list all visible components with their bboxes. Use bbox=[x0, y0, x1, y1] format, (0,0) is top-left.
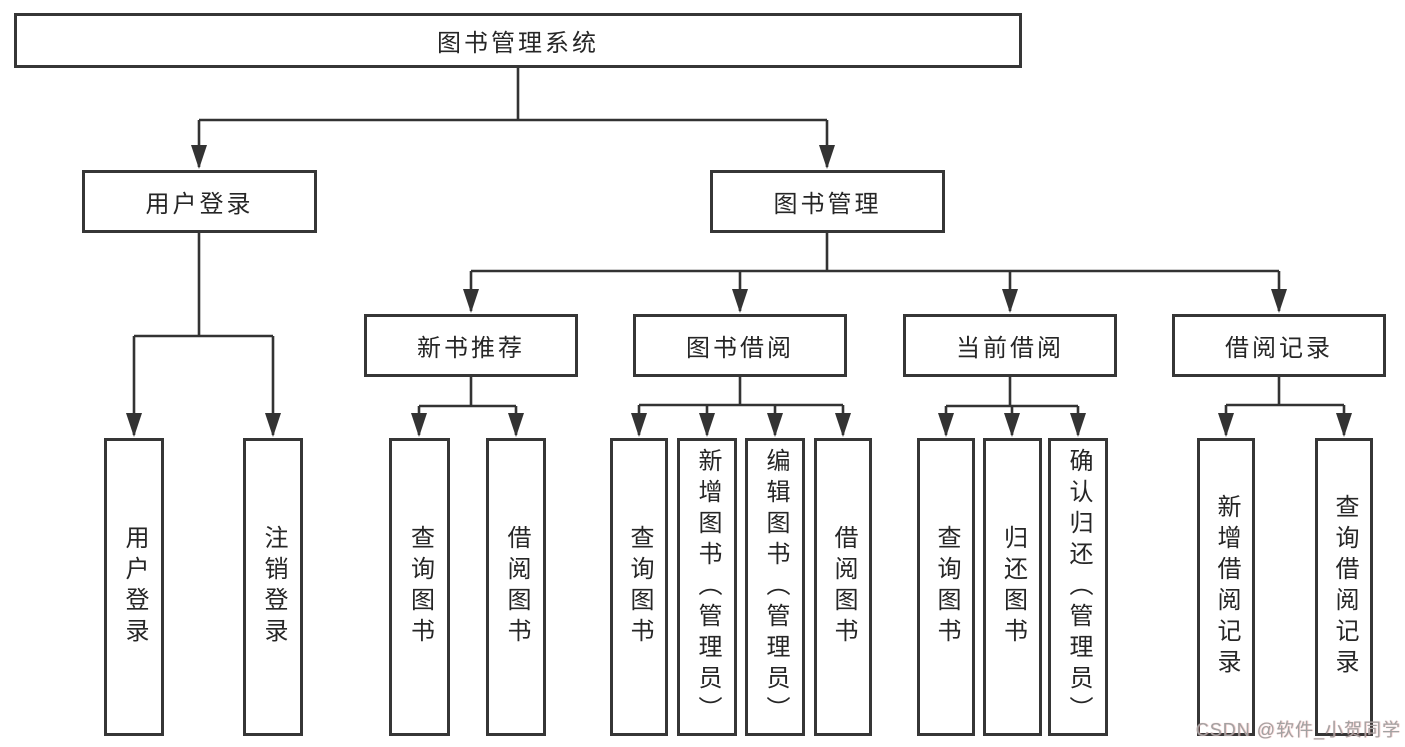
leaf-logout: 注销登录 bbox=[243, 438, 303, 736]
leaf-query-books-2-label: 查询图书 bbox=[626, 525, 653, 649]
node-root: 图书管理系统 bbox=[14, 13, 1022, 68]
leaf-query-borrow-record: 查询借阅记录 bbox=[1315, 438, 1373, 736]
leaf-query-books-1: 查询图书 bbox=[389, 438, 450, 736]
leaf-borrow-books-2: 借阅图书 bbox=[814, 438, 872, 736]
leaf-query-borrow-record-label: 查询借阅记录 bbox=[1331, 494, 1358, 680]
leaf-query-books-2: 查询图书 bbox=[610, 438, 668, 736]
leaf-query-books-3: 查询图书 bbox=[917, 438, 975, 736]
leaf-borrow-books-1-label: 借阅图书 bbox=[503, 525, 530, 649]
arrowheads bbox=[126, 145, 1352, 437]
node-new-book-recommend: 新书推荐 bbox=[364, 314, 578, 377]
node-user-login: 用户登录 bbox=[82, 170, 317, 233]
edge-lines bbox=[132, 68, 1346, 435]
leaf-return-books-label: 归还图书 bbox=[999, 525, 1027, 649]
leaf-edit-book-admin: 编辑图书（管理员） bbox=[745, 438, 805, 736]
leaf-confirm-return-admin-label: 确认归还（管理员） bbox=[1065, 447, 1092, 727]
leaf-add-book-admin: 新增图书（管理员） bbox=[677, 438, 737, 736]
leaf-edit-book-admin-label: 编辑图书（管理员） bbox=[762, 447, 789, 727]
node-current-borrow: 当前借阅 bbox=[903, 314, 1117, 377]
leaf-borrow-books-1: 借阅图书 bbox=[486, 438, 546, 736]
leaf-logout-label: 注销登录 bbox=[260, 525, 287, 649]
leaf-return-books: 归还图书 bbox=[983, 438, 1042, 736]
leaf-borrow-books-2-label: 借阅图书 bbox=[830, 525, 857, 649]
node-book-management: 图书管理 bbox=[710, 170, 945, 233]
leaf-user-login-label: 用户登录 bbox=[121, 525, 148, 649]
node-book-borrow: 图书借阅 bbox=[633, 314, 847, 377]
leaf-add-borrow-record: 新增借阅记录 bbox=[1197, 438, 1255, 736]
node-borrow-records: 借阅记录 bbox=[1172, 314, 1386, 377]
leaf-user-login: 用户登录 bbox=[104, 438, 164, 736]
csdn-watermark: CSDN @软件_小贺同学 bbox=[1195, 720, 1401, 740]
leaf-query-books-1-label: 查询图书 bbox=[406, 525, 434, 649]
leaf-query-books-3-label: 查询图书 bbox=[933, 525, 960, 649]
leaf-confirm-return-admin: 确认归还（管理员） bbox=[1048, 438, 1108, 736]
leaf-add-borrow-record-label: 新增借阅记录 bbox=[1213, 494, 1240, 680]
leaf-add-book-admin-label: 新增图书（管理员） bbox=[694, 447, 721, 727]
